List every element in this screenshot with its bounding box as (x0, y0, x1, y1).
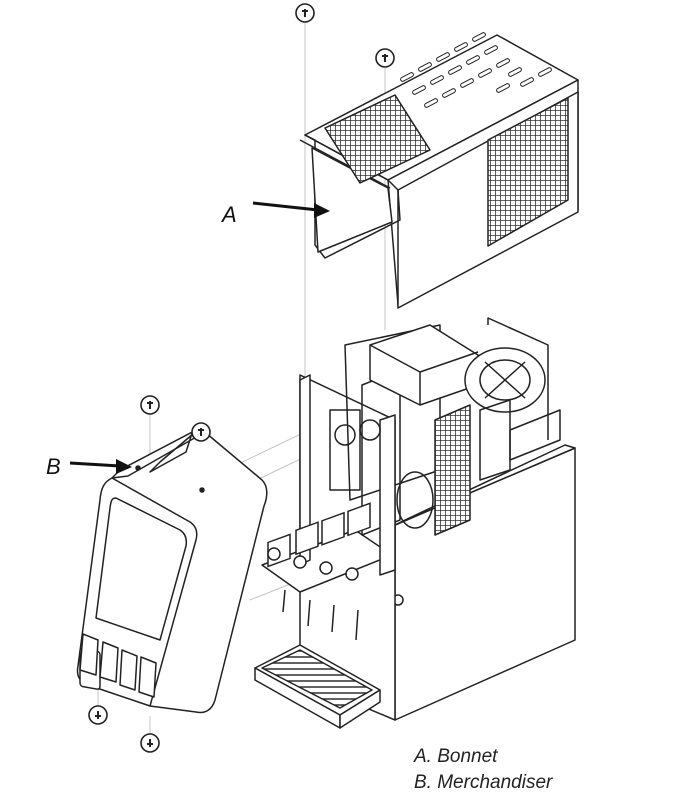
screw-marker-icon (375, 48, 395, 68)
callout-letter-a: A (220, 202, 237, 227)
screw-markers (88, 3, 395, 753)
machine-base (254, 317, 576, 729)
parts-legend: A. Bonnet B. Merchandiser (414, 744, 552, 796)
merchandiser-part (76, 427, 268, 714)
callout-letter-b: B (46, 454, 61, 479)
bonnet-part (299, 32, 579, 309)
screw-marker-icon (191, 422, 211, 442)
screw-marker-icon (295, 3, 315, 23)
callout-arrows (69, 201, 330, 474)
legend-item-merchandiser: B. Merchandiser (414, 772, 553, 793)
screw-marker-icon (140, 733, 160, 753)
legend-item-bonnet: A. Bonnet (414, 746, 498, 767)
dispense-valves (267, 502, 371, 581)
screw-marker-icon (88, 705, 108, 725)
screw-marker-icon (140, 395, 160, 415)
